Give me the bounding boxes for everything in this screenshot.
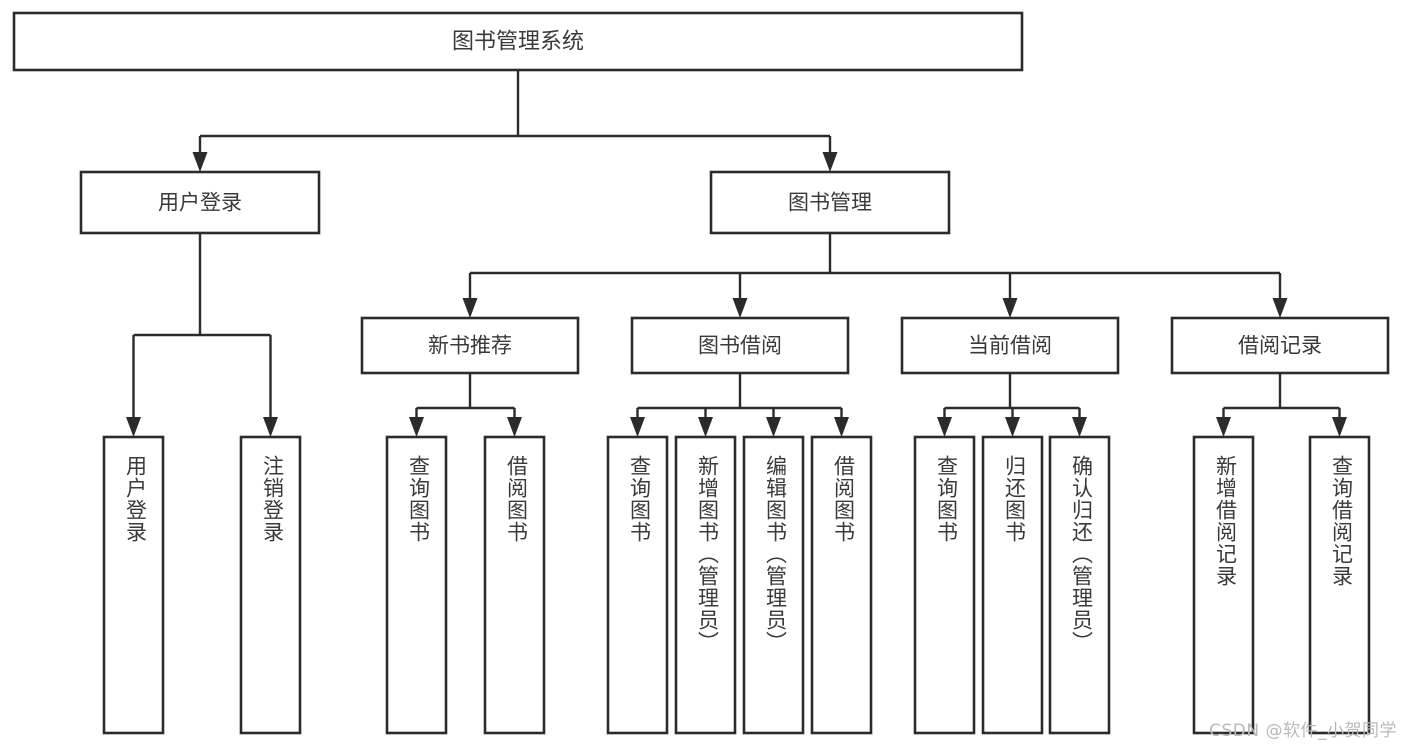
arrow-head-icon-leaf-edit-book-admin (766, 417, 781, 437)
arrow-head-icon-leaf-add-borrow-record (1216, 417, 1231, 437)
arrow-head-icon-user-login (192, 152, 208, 172)
leaf-edit-book-admin-box[interactable] (742, 435, 805, 735)
root-box[interactable] (12, 11, 1024, 72)
book-borrow-label: 图书借阅 (698, 334, 782, 358)
user-login-box[interactable] (79, 170, 321, 235)
leaf-return-book-box[interactable] (981, 435, 1044, 735)
leaf-add-book-admin-box[interactable] (674, 435, 737, 735)
current-borrow-label: 当前借阅 (968, 334, 1052, 358)
borrow-record-box[interactable] (1170, 316, 1390, 375)
new-book-recommend-label: 新书推荐 (428, 334, 512, 358)
leaf-query-book-2-box[interactable] (606, 435, 669, 735)
arrow-head-icon-book-borrow (732, 298, 748, 318)
arrow-head-icon-leaf-query-book-3 (937, 417, 952, 437)
arrow-head-icon-leaf-borrow-book-2 (834, 417, 849, 437)
leaf-borrow-book-2-box[interactable] (810, 435, 873, 735)
arrow-head-icon-borrow-record (1272, 298, 1288, 318)
current-borrow-box[interactable] (900, 316, 1120, 375)
arrow-head-icon-leaf-confirm-return-admin (1072, 417, 1087, 437)
user-login-label: 用户登录 (158, 191, 242, 215)
book-manage-label: 图书管理 (788, 191, 872, 215)
book-borrow-box[interactable] (630, 316, 850, 375)
leaf-query-book-3-box[interactable] (913, 435, 976, 735)
borrow-record-label: 借阅记录 (1238, 334, 1322, 358)
leaf-confirm-return-admin-box[interactable] (1048, 435, 1111, 735)
csdn-watermark: CSDN @软件_小贺同学 (1209, 721, 1397, 741)
new-book-recommend-box[interactable] (360, 316, 580, 375)
leaf-add-borrow-record-box[interactable] (1192, 435, 1255, 735)
root-label: 图书管理系统 (452, 30, 584, 55)
arrow-head-icon-book-manage (822, 152, 838, 172)
leaf-logout-login-box[interactable] (239, 435, 302, 735)
arrow-head-icon-leaf-return-book (1005, 417, 1020, 437)
book-manage-box[interactable] (709, 170, 951, 235)
arrow-head-icon-current-borrow (1002, 298, 1018, 318)
connector-layer (126, 70, 1347, 437)
arrow-head-icon-leaf-query-book-1 (409, 417, 424, 437)
arrow-head-icon-leaf-query-book-2 (630, 417, 645, 437)
leaf-borrow-book-1-box[interactable] (483, 435, 546, 735)
arrow-head-icon-leaf-logout-login (263, 417, 278, 437)
leaf-query-borrow-record-box[interactable] (1308, 435, 1371, 735)
arrow-head-icon-leaf-add-book-admin (698, 417, 713, 437)
leaf-query-book-1-box[interactable] (385, 435, 448, 735)
leaf-user-login-box[interactable] (102, 435, 165, 735)
arrow-head-icon-new-book-recommend (462, 298, 478, 318)
arrow-head-icon-leaf-user-login (126, 417, 141, 437)
arrow-head-icon-leaf-borrow-book-1 (507, 417, 522, 437)
arrow-head-icon-leaf-query-borrow-record (1332, 417, 1347, 437)
